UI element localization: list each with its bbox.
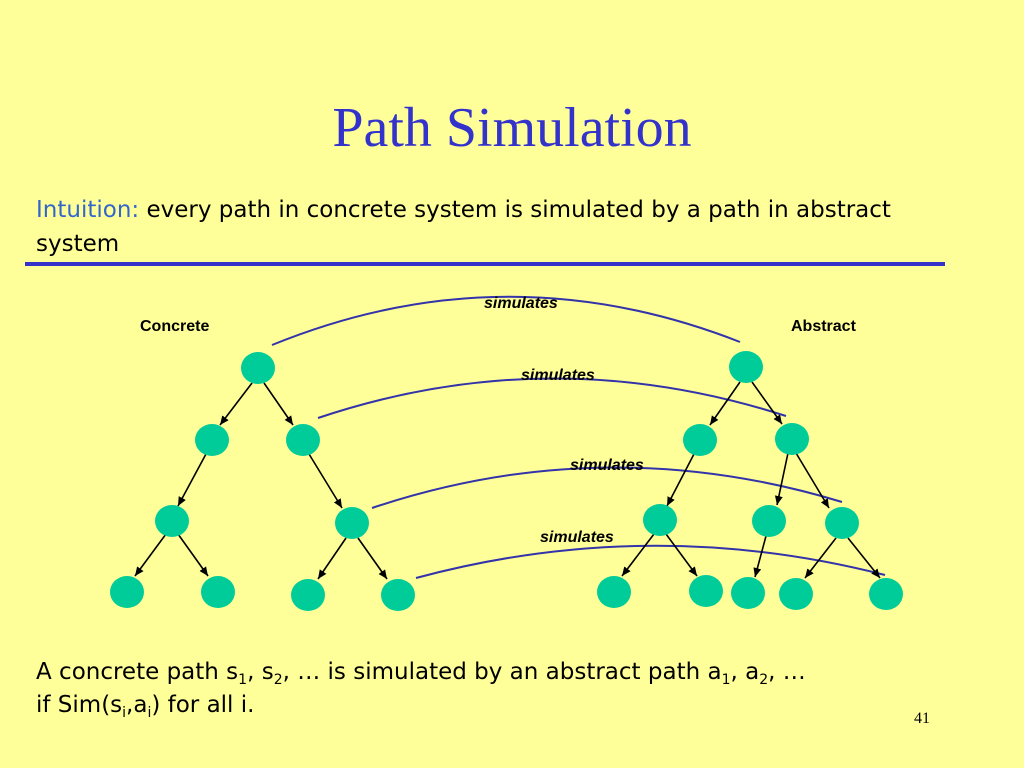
abstract-node bbox=[643, 504, 677, 536]
simulates-arc-2 bbox=[317, 377, 787, 419]
concrete-edge bbox=[219, 382, 253, 426]
def-subscript: 2 bbox=[273, 672, 283, 688]
def-text: if Sim(s bbox=[36, 692, 123, 718]
concrete-node bbox=[110, 576, 144, 608]
abstract-edge bbox=[795, 452, 830, 509]
concrete-label: Concrete bbox=[140, 318, 209, 335]
def-text: , … is simulated by an abstract path a bbox=[282, 659, 722, 685]
abstract-node bbox=[775, 423, 809, 455]
definition-line-1: A concrete path s1, s2, … is simulated b… bbox=[36, 656, 996, 689]
slide-title: Path Simulation bbox=[332, 97, 692, 159]
definition-line-2: if Sim(si,ai) for all i. bbox=[36, 689, 996, 722]
def-text: , s bbox=[247, 659, 274, 685]
abstract-node bbox=[869, 578, 903, 610]
concrete-edge bbox=[308, 453, 343, 509]
concrete-node bbox=[335, 507, 369, 539]
concrete-edge bbox=[357, 537, 388, 580]
abstract-node bbox=[597, 576, 631, 608]
def-text: A concrete path s bbox=[36, 659, 239, 685]
concrete-edge bbox=[177, 453, 207, 507]
abstract-edge bbox=[774, 452, 789, 506]
concrete-node bbox=[201, 576, 235, 608]
def-subscript: i bbox=[122, 705, 127, 721]
abstract-node bbox=[689, 575, 723, 607]
simulates-label-4: simulates bbox=[540, 529, 614, 546]
simulates-arc-1 bbox=[271, 295, 741, 346]
concrete-node bbox=[286, 424, 320, 456]
abstract-node bbox=[779, 578, 813, 610]
def-text: , … bbox=[768, 659, 806, 685]
concrete-edge bbox=[134, 533, 167, 577]
def-text: ) for all i. bbox=[151, 692, 255, 718]
abstract-node bbox=[729, 351, 763, 383]
concrete-edge bbox=[317, 537, 347, 580]
abstract-edge bbox=[804, 537, 837, 579]
def-text: , a bbox=[730, 659, 760, 685]
simulates-arc-4 bbox=[415, 544, 886, 579]
abstract-label: Abstract bbox=[791, 318, 857, 335]
def-subscript: i bbox=[147, 705, 152, 721]
simulates-label-3: simulates bbox=[570, 457, 644, 474]
concrete-node bbox=[155, 505, 189, 537]
abstract-edge bbox=[847, 537, 881, 579]
abstract-node bbox=[752, 505, 786, 537]
intuition-label: Intuition: bbox=[36, 197, 140, 223]
abstract-edge bbox=[751, 381, 783, 425]
intuition-text: Intuition: every path in concrete system… bbox=[36, 193, 956, 261]
abstract-node bbox=[731, 577, 765, 609]
intuition-body: every path in concrete system is simulat… bbox=[36, 197, 891, 257]
simulates-label-1: simulates bbox=[484, 295, 558, 312]
simulation-definition: A concrete path s1, s2, … is simulated b… bbox=[36, 656, 996, 722]
simulates-label-2: simulates bbox=[521, 367, 595, 384]
def-subscript: 1 bbox=[721, 672, 731, 688]
abstract-edge bbox=[665, 533, 698, 577]
def-subscript: 2 bbox=[759, 672, 769, 688]
concrete-edge bbox=[177, 533, 209, 577]
simulates-arc-3 bbox=[371, 466, 843, 509]
concrete-edge bbox=[263, 382, 294, 426]
def-subscript: 1 bbox=[238, 672, 248, 688]
abstract-node bbox=[683, 424, 717, 456]
concrete-node bbox=[291, 579, 325, 611]
divider-line bbox=[25, 262, 945, 266]
abstract-edge bbox=[709, 381, 741, 426]
page-number: 41 bbox=[914, 710, 930, 727]
abstract-edge bbox=[753, 535, 767, 578]
abstract-edge bbox=[621, 533, 655, 577]
abstract-node bbox=[825, 507, 859, 539]
concrete-node bbox=[381, 579, 415, 611]
concrete-node bbox=[241, 352, 275, 384]
abstract-edge bbox=[666, 453, 695, 507]
def-text: ,a bbox=[126, 692, 148, 718]
concrete-node bbox=[195, 424, 229, 456]
